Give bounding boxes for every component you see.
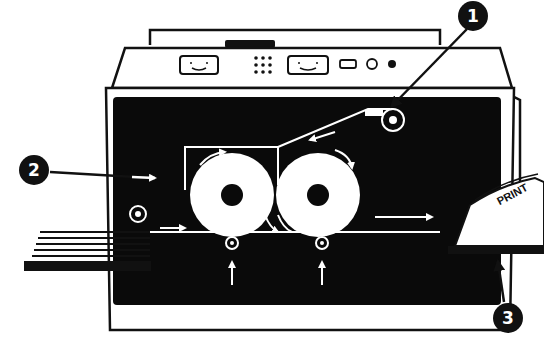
callout-number: 2 (28, 162, 40, 179)
control-panel (112, 48, 512, 88)
output-tray (448, 246, 544, 254)
callout-number: 3 (502, 310, 514, 327)
printer-body (106, 88, 514, 330)
screen (180, 56, 218, 74)
callout-circle (19, 155, 49, 185)
paper-stack (25, 232, 150, 270)
drum (276, 153, 360, 237)
printer-interior (113, 97, 501, 305)
paper-path (130, 109, 440, 285)
callout-number: 1 (467, 8, 479, 25)
keypad (254, 56, 272, 74)
printed-sheet (455, 178, 544, 246)
drum (190, 153, 274, 237)
callout-circle (493, 303, 523, 333)
callout-circle (458, 1, 488, 31)
lid (150, 30, 440, 45)
leader-line (498, 262, 504, 302)
screen (288, 56, 328, 74)
leader-line (392, 29, 467, 106)
